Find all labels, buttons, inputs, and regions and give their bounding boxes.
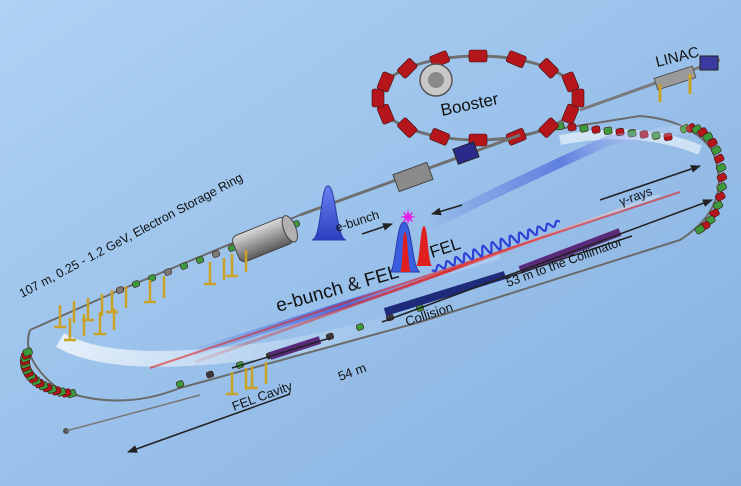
gamma-ray-wave	[431, 219, 561, 273]
beams	[149, 123, 691, 369]
magnet	[131, 280, 141, 288]
magnet	[179, 262, 189, 270]
magnet	[716, 172, 728, 183]
magnet	[22, 347, 33, 357]
magnet	[571, 88, 585, 108]
support-stand	[204, 258, 226, 286]
support-stand	[226, 368, 248, 396]
magnet	[702, 131, 713, 142]
dimension-lines	[127, 199, 713, 453]
e-bunch-pulse	[311, 185, 347, 241]
magnet	[205, 370, 215, 379]
support-stand	[106, 286, 128, 314]
distance-54-arrow-left	[127, 393, 291, 453]
magnet	[603, 126, 613, 135]
collimator-dimension-right	[504, 235, 633, 279]
collision-star-icon	[400, 209, 416, 225]
support-stand	[64, 314, 86, 342]
rf-cavity	[232, 215, 298, 263]
magnet	[591, 125, 601, 134]
magnet	[175, 380, 185, 388]
support-stand	[54, 301, 76, 329]
e-bunch-fel-pulses	[389, 221, 432, 273]
magnet	[371, 88, 385, 108]
support-stand	[246, 362, 268, 390]
incoming-arrow	[361, 223, 393, 235]
magnet	[147, 274, 157, 282]
support-stand	[144, 276, 166, 304]
magnet	[429, 128, 451, 146]
magnet	[579, 124, 589, 133]
magnet	[711, 145, 722, 156]
magnet-supports	[54, 250, 268, 396]
beamline-extension	[65, 394, 201, 432]
support-stand	[94, 308, 116, 336]
magnet	[397, 58, 418, 79]
magnet	[538, 58, 559, 79]
magnet	[211, 250, 221, 258]
distance-54-arrow-right	[381, 199, 713, 323]
magnet	[355, 323, 365, 331]
magnet	[163, 268, 173, 276]
magnet	[397, 117, 418, 138]
magnet	[505, 50, 527, 68]
magnet	[376, 71, 395, 93]
direction-arrows	[361, 165, 701, 235]
support-stand	[226, 250, 248, 278]
linac	[579, 55, 721, 112]
magnet	[468, 49, 488, 63]
fel-cavity-dimension-right	[231, 337, 331, 369]
magnet	[715, 163, 727, 173]
magnet	[561, 71, 580, 93]
magnet	[538, 117, 559, 138]
magnet	[561, 103, 580, 125]
magnet	[115, 286, 125, 294]
magnet	[707, 138, 718, 148]
magnet	[195, 256, 205, 264]
magnet	[716, 182, 727, 192]
gamma-arrow	[599, 165, 701, 201]
magnet	[712, 200, 724, 211]
magnet	[694, 224, 706, 235]
magnet	[713, 153, 725, 164]
counter-arrow	[431, 204, 463, 216]
magnet	[715, 191, 726, 202]
transfer-line	[299, 133, 521, 217]
